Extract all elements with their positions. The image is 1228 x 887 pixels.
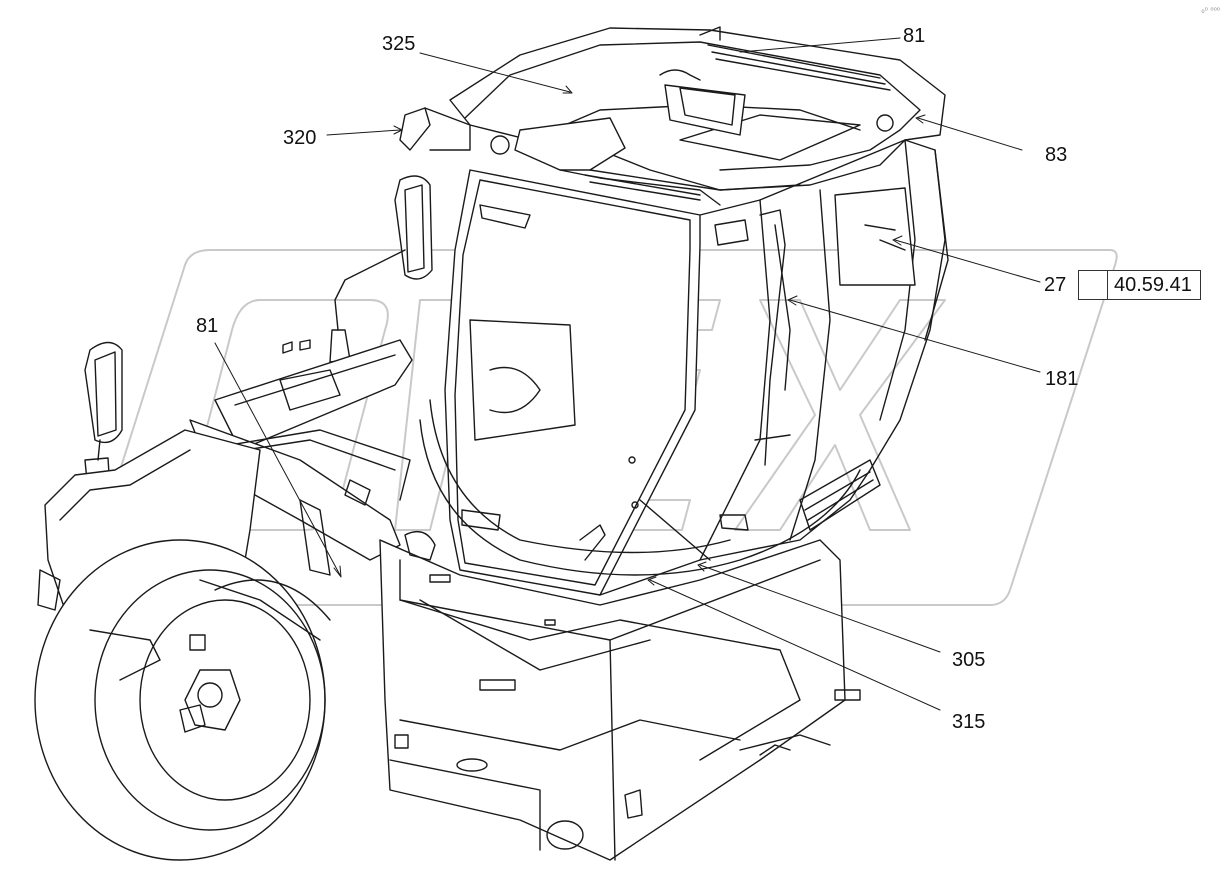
leader-lines	[214, 37, 1041, 711]
callout-325: 325	[382, 33, 416, 55]
callout-315: 315	[952, 711, 986, 733]
callout-305: 305	[952, 649, 986, 671]
drum-assembly	[34, 429, 331, 861]
reference-box[interactable]: 40.59.41	[1078, 270, 1201, 300]
callout-81-top: 81	[903, 25, 926, 47]
mirror-right	[84, 341, 123, 493]
reference-code: 40.59.41	[1114, 273, 1192, 296]
mirror-left	[329, 175, 433, 363]
callout-27: 27	[1044, 274, 1067, 296]
cab-base-frame	[379, 531, 861, 861]
cab-body	[419, 139, 949, 596]
cab-roof	[399, 26, 946, 206]
callout-83: 83	[1045, 144, 1068, 166]
callout-81-left: 81	[196, 315, 219, 337]
view-arrow-icon-cell	[1079, 271, 1108, 299]
callout-320: 320	[283, 127, 317, 149]
corner-mark: ₀⁰ ⁰⁰⁰	[1201, 6, 1220, 15]
callout-181: 181	[1045, 368, 1079, 390]
